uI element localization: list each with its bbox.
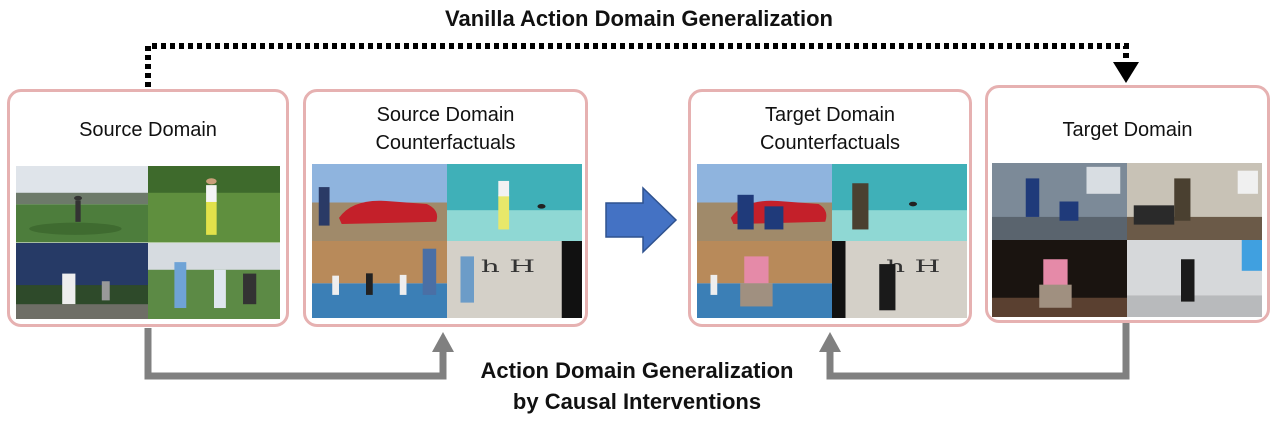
source-image-grid xyxy=(16,166,280,319)
target-image-grid xyxy=(992,163,1262,317)
golf-photo-2 xyxy=(148,166,280,243)
vanilla-dotted-arrow xyxy=(145,43,1129,87)
causal-title-line1: Action Domain Generalization xyxy=(480,358,794,383)
target-counterfactual-photo-writing: h H xyxy=(832,241,967,318)
blue-transfer-arrow xyxy=(605,186,678,254)
target-counterfactual-image-grid: h H xyxy=(697,164,967,318)
golf-photo-4 xyxy=(148,242,280,319)
target-counterfactuals-panel: Target Domain Counterfactuals xyxy=(688,89,972,327)
target-counterfactual-photo-car xyxy=(697,164,832,241)
target-domain-label: Target Domain xyxy=(1062,119,1193,141)
counterfactual-photo-underwater xyxy=(447,164,582,241)
source-counterfactuals-panel: Source Domain Counterfactuals xyxy=(303,89,588,327)
target-domain-panel: Target Domain xyxy=(985,85,1270,323)
source-domain-label: Source Domain xyxy=(79,119,217,141)
causal-title-line2: by Causal Interventions xyxy=(512,389,762,414)
target-photo-indoor xyxy=(1127,163,1262,240)
source-domain-panel: Source Domain xyxy=(7,89,289,327)
vanilla-title: Vanilla Action Domain Generalization xyxy=(445,6,833,31)
target-counterfactual-photo-underwater xyxy=(832,164,967,241)
vanilla-arrowhead xyxy=(1113,62,1139,83)
causal-arrowhead-left xyxy=(432,332,454,352)
causal-arrowhead-right xyxy=(819,332,841,352)
golf-photo-1 xyxy=(16,166,148,243)
counterfactual-photo-gym xyxy=(312,241,447,318)
svg-text:h H: h H xyxy=(886,256,940,276)
target-counterfactuals-label: Target Domain Counterfactuals xyxy=(759,104,901,154)
target-photo-gray-room xyxy=(1127,240,1262,317)
target-photo-stage xyxy=(992,240,1127,317)
causal-arrow-right xyxy=(826,323,1130,380)
causal-arrow-left xyxy=(144,328,447,380)
counterfactual-photo-car xyxy=(312,164,447,241)
target-counterfactual-photo-gym xyxy=(697,241,832,318)
target-photo-room xyxy=(992,163,1127,240)
svg-text:h H: h H xyxy=(481,256,535,276)
source-counterfactual-image-grid: h H xyxy=(312,164,582,318)
counterfactual-photo-writing: h H xyxy=(447,241,582,318)
causal-title: Action Domain Generalization by Causal I… xyxy=(437,355,837,417)
golf-photo-3 xyxy=(16,242,148,319)
source-counterfactuals-label: Source Domain Counterfactuals xyxy=(375,104,516,154)
